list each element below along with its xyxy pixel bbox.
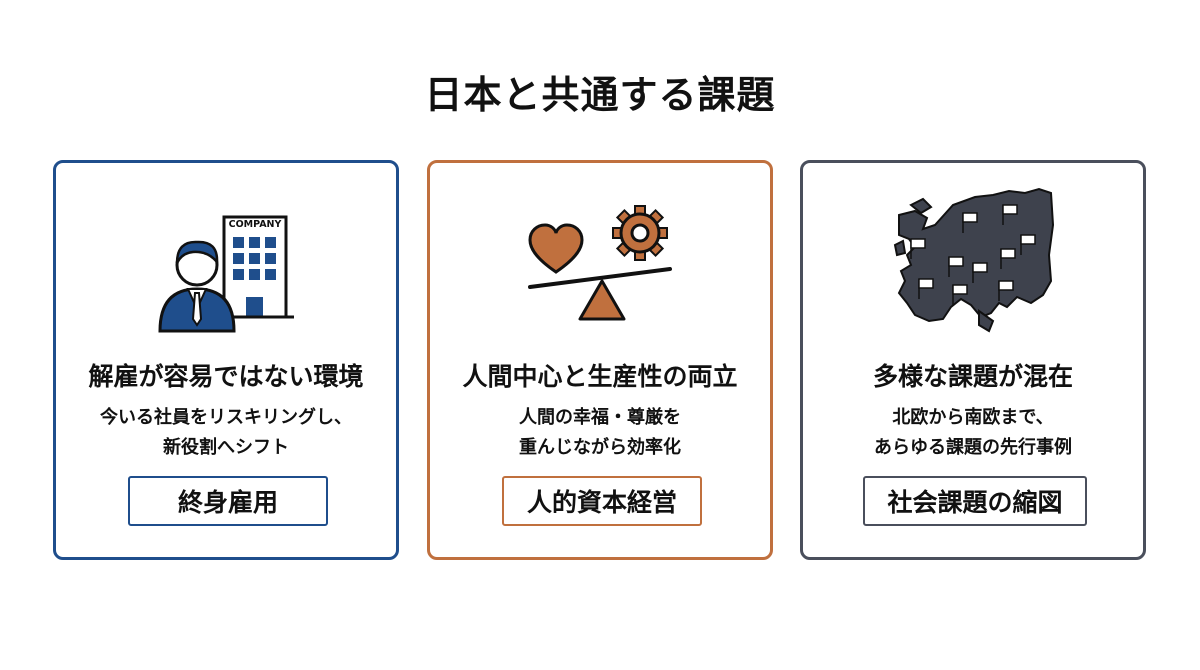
page-title: 日本と共通する課題	[424, 73, 776, 117]
card-tag: 終身雇用	[128, 476, 328, 526]
heart-gear-balance-icon	[430, 185, 770, 335]
card-body: 北欧から南欧まで、 あらゆる課題の先行事例	[803, 403, 1143, 463]
card-body: 今いる社員をリスキリングし、 新役割へシフト	[56, 403, 396, 463]
businessman-office-building-icon: COMPANY	[56, 185, 396, 335]
card-heading: 多様な課題が混在	[872, 362, 1073, 391]
card-body-line: あらゆる課題の先行事例	[874, 437, 1072, 458]
europe-map-flags-icon	[803, 185, 1143, 335]
card-tag: 人的資本経営	[502, 476, 702, 526]
card-body: 人間の幸福・尊厳を 重んじながら効率化	[430, 403, 770, 463]
card-human-capital: 人間中心と生産性の両立 人間の幸福・尊厳を 重んじながら効率化 人的資本経営	[427, 160, 773, 560]
card-social-issues: 多様な課題が混在 北欧から南欧まで、 あらゆる課題の先行事例 社会課題の縮図	[800, 160, 1146, 560]
card-body-line: 人間の幸福・尊厳を	[519, 407, 681, 428]
card-heading: 解雇が容易ではない環境	[88, 362, 364, 391]
card-heading: 人間中心と生産性の両立	[462, 362, 738, 391]
card-body-line: 重んじながら効率化	[519, 437, 681, 458]
card-lifetime-employment: COMPANY 解雇が容易ではない環境 今いる社員をリスキリングし、 新役割へシ…	[53, 160, 399, 560]
card-body-line: 新役割へシフト	[163, 437, 289, 458]
card-body-line: 今いる社員をリスキリングし、	[100, 407, 352, 428]
card-tag: 社会課題の縮図	[863, 476, 1087, 526]
company-sign-label: COMPANY	[229, 219, 282, 230]
card-body-line: 北欧から南欧まで、	[892, 407, 1054, 428]
